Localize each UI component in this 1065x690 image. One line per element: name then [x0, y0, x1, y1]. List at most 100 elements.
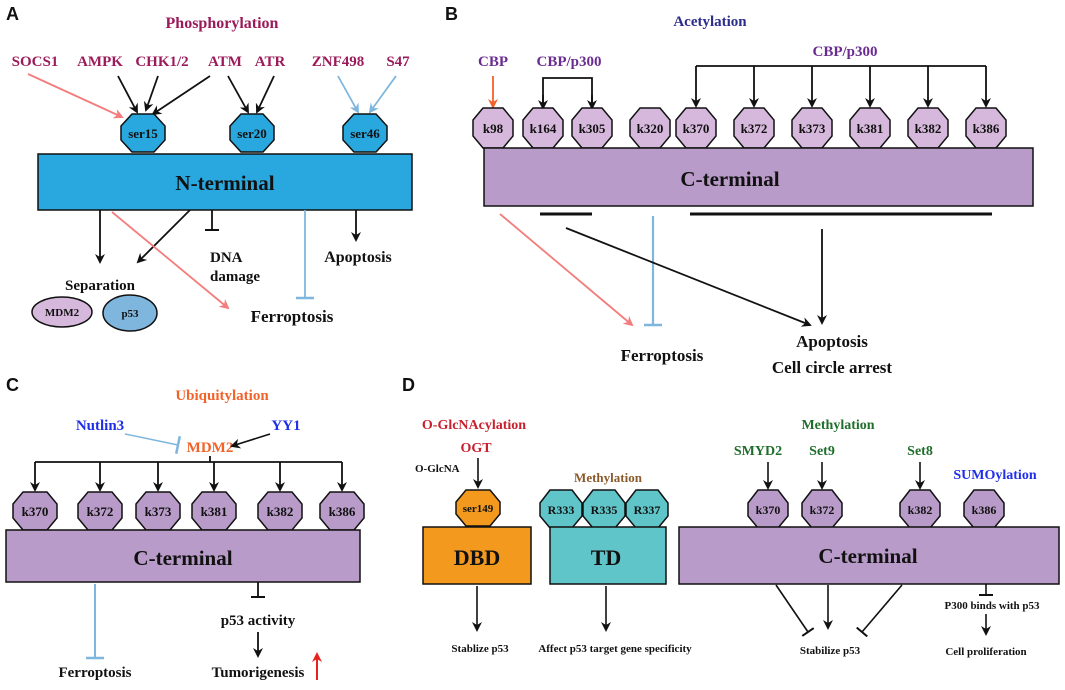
mdm2-label: MDM2 — [45, 307, 80, 319]
dbd-effect-label: Stablize p53 — [451, 643, 509, 655]
site-c-k381-label: k381 — [201, 504, 228, 519]
d-sites: k370 k372 k382 k386 — [747, 489, 1005, 529]
panel-b-letter: B — [445, 4, 458, 24]
arrow-k98-ferroptosis — [499, 213, 634, 327]
ubiq-sites: k370 k372 k373 k381 k382 k386 — [12, 491, 365, 531]
p300-label: P300 binds with p53 — [944, 600, 1040, 612]
kinase-s47: S47 — [386, 54, 410, 70]
kinase-ampk: AMPK — [77, 54, 123, 70]
panel-c: C Ubiquitylation Nutlin3 YY1 MDM2 k370 k… — [5, 375, 365, 681]
oglcna-label: O-GlcNA — [415, 463, 460, 475]
site-d-k370-hex — [747, 489, 789, 529]
site-d-k372: k372 — [801, 489, 843, 529]
site-c-k373: k373 — [135, 491, 181, 531]
site-k98-hex — [472, 107, 514, 149]
site-ser20: ser20 — [229, 113, 275, 153]
site-d-k386-label: k386 — [972, 503, 997, 517]
mdm2-ellipse — [31, 296, 93, 328]
arrow-ampk-ser15 — [117, 75, 138, 114]
arrow-chk-ser15 — [143, 75, 159, 112]
arrow-s47-ser46 — [368, 75, 397, 114]
panel-a-letter: A — [6, 4, 19, 24]
site-ser15-hex — [120, 113, 166, 153]
site-r333: R333 — [539, 489, 583, 529]
ubiq-arrows — [30, 462, 347, 492]
site-k98: k98 — [472, 107, 514, 149]
site-k382: k382 — [907, 107, 949, 149]
arrows-right-group — [691, 66, 991, 108]
site-k98-label: k98 — [483, 121, 504, 136]
site-c-k372: k372 — [77, 491, 123, 531]
site-c-k372-hex — [77, 491, 123, 531]
panel-a: A Phosphorylation SOCS1 AMPK CHK1/2 ATM … — [6, 4, 413, 332]
site-c-k372-label: k372 — [87, 504, 114, 519]
set9-label: Set9 — [809, 444, 835, 459]
site-c-k370-hex — [12, 491, 58, 531]
panel-a-title: Phosphorylation — [166, 15, 279, 32]
kinase-chk: CHK1/2 — [135, 54, 188, 70]
site-r335-hex — [582, 489, 626, 529]
c-terminal-b-box — [483, 147, 1034, 207]
c-terminal-c-label: C-terminal — [133, 546, 232, 570]
site-d-k382-hex — [899, 489, 941, 529]
site-k381-hex — [849, 107, 891, 149]
site-r337-label: R337 — [634, 503, 661, 517]
site-c-k382-hex — [257, 491, 303, 531]
site-k305-hex — [571, 107, 613, 149]
kinase-atr: ATR — [255, 54, 286, 70]
site-c-k386-hex — [319, 491, 365, 531]
arrow-k164-apoptosis — [565, 227, 812, 327]
site-k381: k381 — [849, 107, 891, 149]
methyl-td-title: Methylation — [574, 470, 643, 485]
dbd-box — [422, 526, 532, 585]
site-k370-hex — [675, 107, 717, 149]
p53-label: p53 — [121, 308, 139, 320]
site-k372-label: k372 — [741, 121, 768, 136]
site-k305: k305 — [571, 107, 613, 149]
site-k382-label: k382 — [915, 121, 942, 136]
panel-c-title: Ubiquitylation — [175, 388, 269, 404]
arrow-atr-ser20 — [255, 75, 275, 114]
site-c-k386-label: k386 — [329, 504, 356, 519]
site-k373: k373 — [791, 107, 833, 149]
kinase-znf498: ZNF498 — [312, 54, 365, 70]
site-k386-hex — [965, 107, 1007, 149]
site-k320: k320 — [629, 107, 671, 149]
nutlin-label: Nutlin3 — [76, 418, 124, 434]
proliferation-label: Cell proliferation — [945, 646, 1026, 658]
site-k370-label: k370 — [683, 121, 710, 136]
oglc-title: O-GlcNAcylation — [422, 418, 526, 433]
cbp-p300-right-label: CBP/p300 — [812, 44, 877, 60]
site-ser46-hex — [342, 113, 388, 153]
sumo-label: SUMOylation — [953, 468, 1036, 483]
site-d-k382: k382 — [899, 489, 941, 529]
site-k320-label: k320 — [637, 121, 664, 136]
ferroptosis-b-label: Ferroptosis — [621, 346, 704, 365]
inhibit-k370-stabilize — [775, 584, 815, 637]
c-terminal-d-box — [678, 526, 1060, 585]
site-k305-label: k305 — [579, 121, 606, 136]
tumorigenesis-label: Tumorigenesis — [212, 665, 305, 681]
site-k320-hex — [629, 107, 671, 149]
apoptosis-b-label: Apoptosis — [796, 332, 868, 351]
td-box — [549, 526, 667, 585]
ser149-label: ser149 — [463, 503, 494, 515]
site-r335-label: R335 — [591, 503, 618, 517]
kinase-atm: ATM — [208, 54, 242, 70]
ogt-label: OGT — [460, 441, 492, 456]
site-k164-label: k164 — [530, 121, 557, 136]
site-c-k370: k370 — [12, 491, 58, 531]
site-c-k373-label: k373 — [145, 504, 172, 519]
arrow-yy1-mdm2 — [230, 433, 271, 449]
arrow-nterm-ferroptosis-red — [111, 211, 230, 310]
n-terminal-box — [37, 153, 413, 211]
site-r335: R335 — [582, 489, 626, 529]
site-c-k381: k381 — [191, 491, 237, 531]
smyd2-label: SMYD2 — [734, 444, 782, 459]
site-r337-hex — [625, 489, 669, 529]
td-effect-label: Affect p53 target gene specificity — [538, 643, 692, 655]
site-k164-hex — [522, 107, 564, 149]
cbp-label: CBP — [478, 54, 508, 70]
bracket-cbp-p300-left — [542, 77, 593, 107]
